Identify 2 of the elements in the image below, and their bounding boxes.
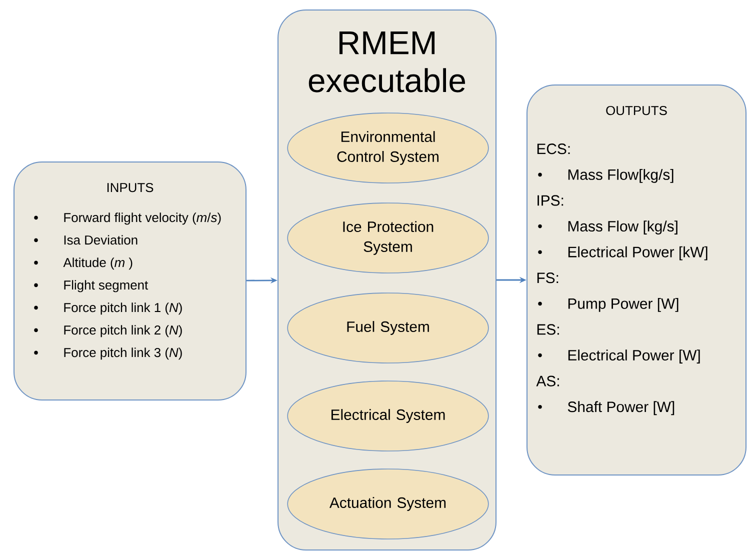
output-box: OUTPUTS ECS: Mass Flow[kg/s] IPS: Mass Flow [kg/s] Electrical Power [kW] FS: Pump Power [W] ES: Electrical Power [W] AS: Shaft Power [W] xyxy=(526,84,746,476)
input-box: INPUTS Forward flight velocity (m/s) Isa Deviation Altitude (m ) Flight segment Force pitch link 1 (N) Force pitch link 2 (N) Force pitch link 3 (N) xyxy=(14,162,246,400)
